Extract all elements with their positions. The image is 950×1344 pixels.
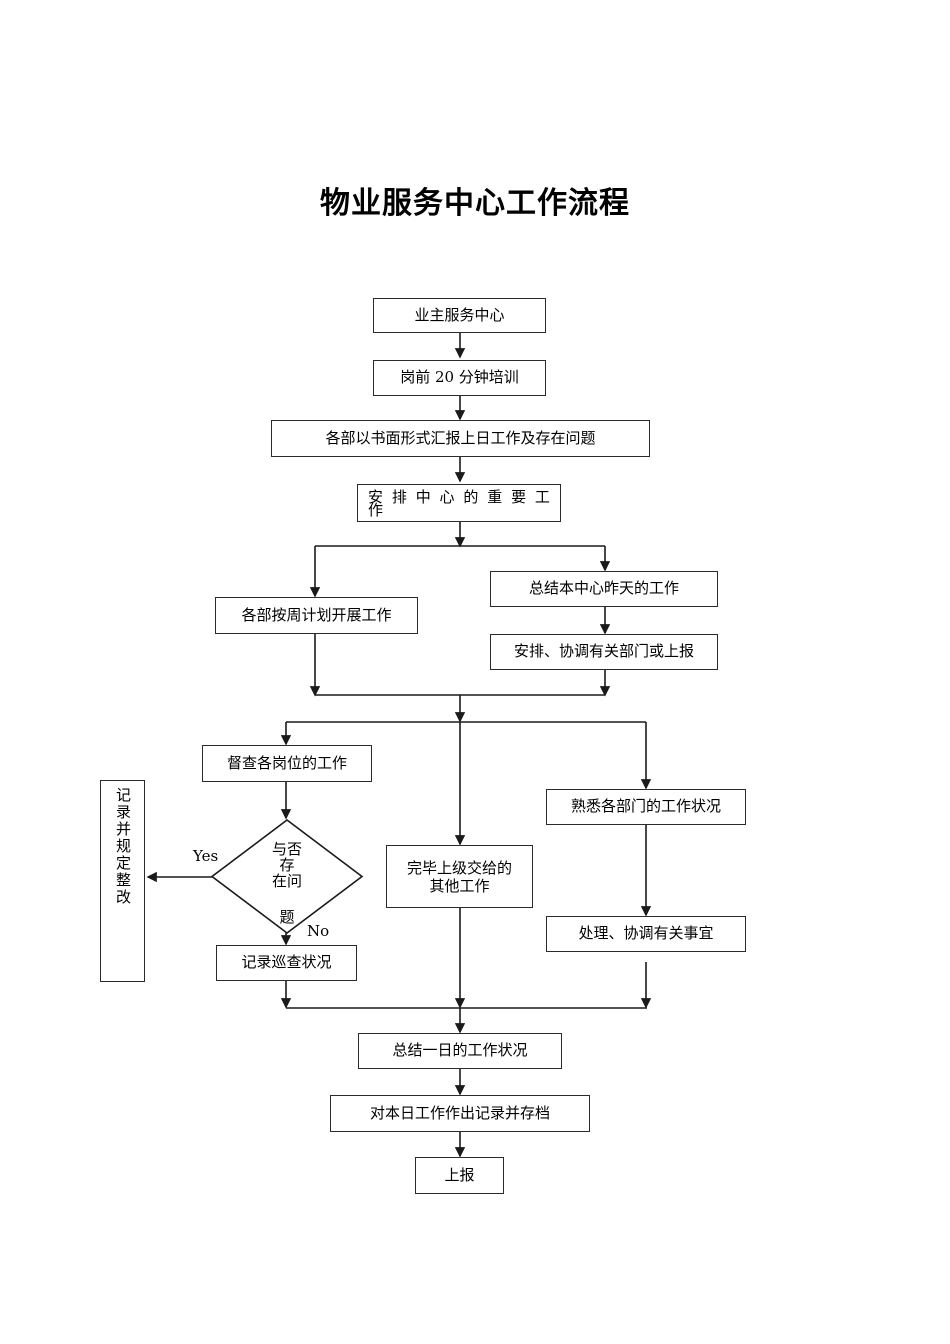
- node-label: 熟悉各部门的工作状况: [570, 797, 721, 816]
- node-label: 总结本中心昨天的工作: [528, 579, 679, 598]
- node-written-report[interactable]: 各部以书面形式汇报上日工作及存在问题: [271, 420, 650, 457]
- page-title: 物业服务中心工作流程: [320, 186, 630, 221]
- node-decision-has-problem[interactable]: 与否 存 在问 题: [210, 818, 364, 935]
- node-label: 岗前 20 分钟培训: [400, 368, 519, 387]
- node-handle-coordinate-matters[interactable]: 处理、协调有关事宜: [546, 916, 746, 952]
- node-label: 安排、协调有关部门或上报: [513, 642, 694, 661]
- node-label: 对本日工作作出记录并存档: [369, 1103, 550, 1122]
- node-other-assigned-work[interactable]: 完毕上级交给的 其他工作: [386, 845, 533, 908]
- node-label: 上报: [444, 1165, 475, 1184]
- node-supervise-posts[interactable]: 督查各岗位的工作: [202, 745, 372, 782]
- node-pre-shift-training[interactable]: 岗前 20 分钟培训: [373, 360, 546, 396]
- node-label: 与否 存 在问: [271, 840, 302, 890]
- node-arrange-coordinate-report[interactable]: 安排、协调有关部门或上报: [490, 634, 718, 670]
- edge-label-yes: Yes: [193, 847, 219, 865]
- node-label: 总结一日的工作状况: [392, 1041, 528, 1060]
- node-label-overflow: 作: [368, 501, 384, 519]
- node-label: 业主服务中心: [414, 305, 505, 324]
- node-label: 督查各岗位的工作: [226, 753, 347, 772]
- node-record-and-archive[interactable]: 对本日工作作出记录并存档: [330, 1095, 590, 1132]
- diamond-shape: [210, 818, 364, 935]
- node-weekly-plan-work[interactable]: 各部按周计划开展工作: [215, 597, 418, 634]
- node-report-upward[interactable]: 上报: [415, 1157, 504, 1194]
- node-label: 记录巡查状况: [241, 953, 332, 972]
- node-label: 完毕上级交给的 其他工作: [406, 858, 512, 895]
- node-arrange-key-work[interactable]: 安排中心的重要工 作: [357, 484, 561, 522]
- node-label: 安排中心的重要工: [368, 488, 550, 506]
- node-owner-service-center[interactable]: 业主服务中心: [373, 298, 546, 333]
- node-label: 记录并规定整改: [114, 787, 132, 906]
- edge-label-no: No: [307, 922, 330, 940]
- node-summarize-day-status[interactable]: 总结一日的工作状况: [358, 1033, 562, 1069]
- node-label: 各部以书面形式汇报上日工作及存在问题: [325, 428, 596, 447]
- node-record-and-rectify[interactable]: 记录并规定整改: [100, 780, 145, 982]
- node-label: 各部按周计划开展工作: [241, 605, 392, 624]
- node-summarize-yesterday[interactable]: 总结本中心昨天的工作: [490, 571, 718, 607]
- node-label: 处理、协调有关事宜: [578, 924, 714, 943]
- node-label-overflow: 题: [279, 908, 295, 926]
- node-record-patrol-status[interactable]: 记录巡查状况: [216, 945, 357, 981]
- node-know-department-status[interactable]: 熟悉各部门的工作状况: [546, 789, 746, 825]
